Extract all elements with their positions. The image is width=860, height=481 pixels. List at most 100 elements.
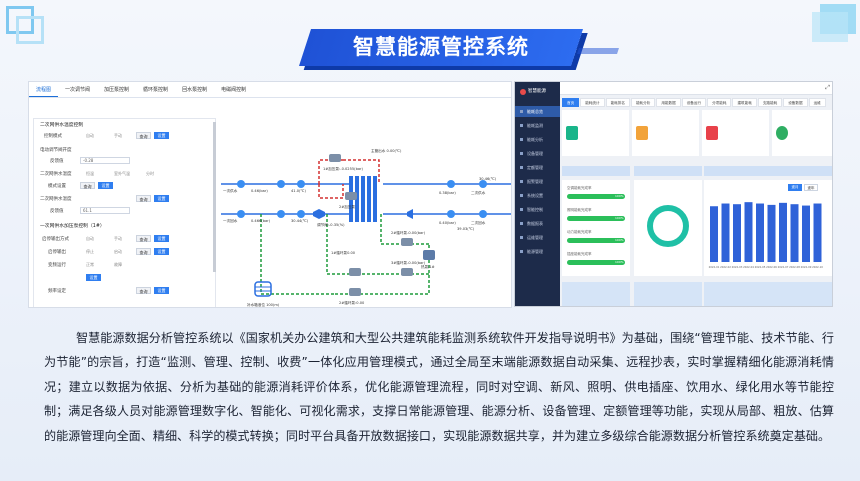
tab-return-pump[interactable]: 回水泵控制 [182, 87, 208, 93]
gas-icon [776, 126, 788, 140]
tab-circulation-pump[interactable]: 循环泵控制 [143, 87, 169, 93]
radio-time-share[interactable]: 分时 [146, 171, 154, 176]
radio-fault[interactable]: 故障 [114, 262, 122, 267]
process-flow-diagram: 主管出水 0.00(℃) 1#加压泵:-0.0255(bar) 2#加压泵 一次… [221, 148, 511, 307]
radio-start[interactable]: 启动 [114, 249, 122, 254]
sidebar-item-1[interactable]: 能耗监测 [515, 120, 560, 131]
tab-solenoid-valve[interactable]: 电磁阀控制 [221, 87, 247, 93]
right-tab-10[interactable]: 运维 [808, 98, 826, 107]
sidebar-item-label: 设备管理 [527, 151, 543, 156]
bar-label-1: 2022-02 [720, 265, 731, 269]
tab-booster-pump[interactable]: 加压泵控制 [104, 87, 130, 93]
stat-card-4[interactable] [772, 110, 832, 156]
bar-label-9: 2022-10 [812, 265, 823, 269]
top-bar: ⤢ [560, 82, 832, 95]
right-tab-4[interactable]: 用能数据 [656, 98, 681, 107]
sidebar-item-5[interactable]: 报警管理 [515, 176, 560, 187]
radio-auto[interactable]: 自动 [86, 133, 94, 138]
tab-primary-valve[interactable]: 一次调节阀 [65, 87, 91, 93]
supply-temp-setting-label: 二次网供水温度 [40, 197, 72, 202]
pump-icon [329, 154, 435, 296]
query-button-4[interactable]: 查询 [136, 235, 151, 242]
progress-fill [567, 194, 625, 199]
menu-icon [520, 194, 523, 197]
right-tab-2[interactable]: 能耗排名 [605, 98, 630, 107]
set-button-2[interactable]: 设置 [98, 182, 113, 189]
sidebar-item-2[interactable]: 能耗分析 [515, 134, 560, 145]
right-tab-3[interactable]: 能耗分析 [630, 98, 656, 107]
year-button[interactable]: 逐年 [804, 184, 818, 191]
stat-card-2[interactable] [632, 110, 699, 156]
page-title: 智慧能源管控系统 [353, 35, 529, 59]
progress-fill [567, 260, 625, 265]
set-button-6[interactable]: 设置 [86, 274, 101, 281]
query-button-2[interactable]: 查询 [80, 182, 95, 189]
set-button[interactable]: 设置 [154, 132, 169, 139]
sidebar-item-8[interactable]: 数据报表 [515, 218, 560, 229]
valve-open-label: 电动调节阀开度 [40, 148, 72, 153]
right-tab-7[interactable]: 建筑能耗 [732, 98, 757, 107]
progress-label: 插座能耗完成率 [567, 252, 592, 256]
sidebar-item-10[interactable]: 能源管理 [515, 246, 560, 257]
sidebar-item-0[interactable]: 能耗总览 [515, 106, 560, 117]
radio-outdoor-temp[interactable]: 室外气温 [114, 171, 130, 176]
menu-icon [520, 208, 523, 211]
sidebar-item-label: 能耗监测 [527, 123, 543, 128]
sidebar-item-label: 运维管理 [527, 235, 543, 240]
radio-manual-2[interactable]: 手动 [114, 236, 122, 241]
radio-constant-temp[interactable]: 恒温 [86, 171, 94, 176]
radio-normal[interactable]: 正常 [86, 262, 94, 267]
description-paragraph: 智慧能源数据分析管控系统以《国家机关办公建筑和大型公共建筑能耗监测系统软件开发指… [44, 331, 834, 443]
panel-scrollbar[interactable] [213, 122, 216, 272]
query-button[interactable]: 查询 [136, 132, 151, 139]
radio-auto-2[interactable]: 自动 [86, 236, 94, 241]
control-mode-label: 控制模式 [44, 134, 62, 139]
fullscreen-icon[interactable]: ⤢ [825, 84, 830, 91]
set-button-7[interactable]: 设置 [154, 287, 169, 294]
set-button-3[interactable]: 设置 [154, 195, 169, 202]
pressure-4: 0.40(bar) [439, 221, 456, 225]
menu-icon [520, 124, 523, 127]
sidebar-item-label: 能源管理 [527, 249, 543, 254]
progress-label: 动力能耗完成率 [567, 230, 592, 234]
bar-3 [744, 202, 753, 262]
corner-decoration-top-right [812, 4, 856, 42]
month-button[interactable]: 逐月 [788, 184, 802, 191]
radio-stop[interactable]: 停止 [86, 249, 94, 254]
sidebar-item-6[interactable]: 系统设置 [515, 190, 560, 201]
sidebar-item-4[interactable]: 定额管理 [515, 162, 560, 173]
right-tab-9[interactable]: 设备数据 [783, 98, 808, 107]
right-tab-5[interactable]: 设备运行 [681, 98, 707, 107]
sidebar-item-9[interactable]: 运维管理 [515, 232, 560, 243]
sidebar-item-3[interactable]: 设备管理 [515, 148, 560, 159]
radio-manual[interactable]: 手动 [114, 133, 122, 138]
mode-setting-label: 模式设置 [48, 184, 66, 189]
circulation-pipe-left [326, 214, 381, 275]
pressure-3: 0.38(bar) [439, 191, 456, 195]
feedback-field-1[interactable]: -0.28 [80, 157, 130, 164]
query-button-3[interactable]: 查询 [136, 195, 151, 202]
circ-pump-1-label: 1#循环泵0.00 [331, 250, 356, 255]
stat-card-3[interactable] [702, 110, 769, 156]
tab-flowchart[interactable]: 流程图 [29, 82, 59, 97]
right-tab-6[interactable]: 分项能耗 [707, 98, 732, 107]
query-button-6[interactable]: 查询 [136, 287, 151, 294]
electric-icon [706, 126, 718, 140]
right-tab-8[interactable]: 支路能耗 [757, 98, 783, 107]
feedback-field-2[interactable]: 61.1 [80, 207, 130, 214]
bar-label-4: 2022-05 [755, 265, 766, 269]
sidebar-item-7[interactable]: 智能控制 [515, 204, 560, 215]
sec-supply-label: 二次供水 [471, 190, 486, 195]
bar-label-6: 2022-07 [778, 265, 789, 269]
right-tab-1[interactable]: 能耗统计 [580, 98, 605, 107]
start-stop-output-label: 启停输出 [48, 250, 66, 255]
progress-value: 100% [615, 260, 624, 264]
set-button-4[interactable]: 设置 [154, 235, 169, 242]
stat-card-1[interactable] [562, 110, 629, 156]
query-button-5[interactable]: 查询 [136, 248, 151, 255]
right-screenshot: 智慧能源 ⤢ 首页能耗统计能耗排名能耗分析用能数据设备运行分项能耗建筑能耗支路能… [514, 81, 833, 307]
right-tab-0[interactable]: 首页 [562, 98, 580, 107]
set-button-5[interactable]: 设置 [154, 248, 169, 255]
